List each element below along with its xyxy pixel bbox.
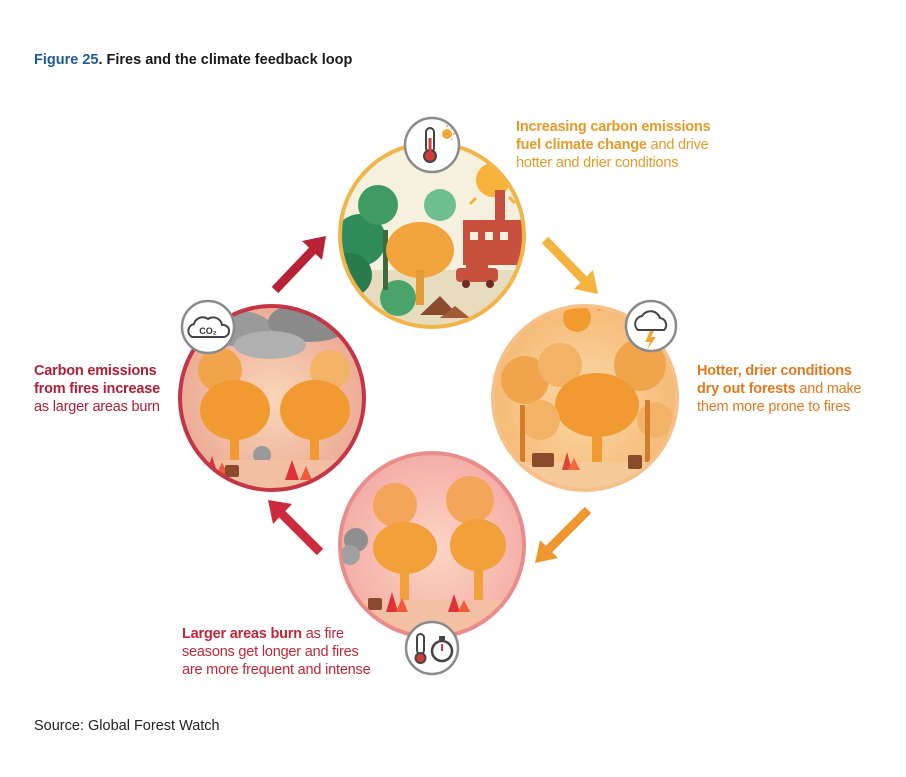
stage-top-caption: Increasing carbon emissions fuel climate…: [516, 118, 721, 172]
storm-cloud-icon: [626, 301, 676, 351]
stage-right-caption: Hotter, drier conditions dry out forests…: [697, 362, 872, 416]
arrow-top-to-right: [545, 240, 598, 294]
stage-left-caption: Carbon emissions from fires increase as …: [34, 362, 174, 416]
co2-label: CO₂: [199, 326, 217, 336]
source-note: Source: Global Forest Watch: [34, 718, 220, 734]
co2-cloud-icon: CO₂: [182, 301, 234, 353]
stage-bottom-caption: Larger areas burn as fire seasons get lo…: [182, 625, 382, 679]
stopwatch-thermometer-icon: [406, 622, 458, 674]
arrow-left-to-top: [275, 236, 326, 290]
arrow-right-to-bottom: [535, 510, 588, 563]
arrow-bottom-to-left: [268, 500, 320, 552]
stage-bottom-illustration: [335, 450, 535, 650]
thermometer-sun-icon: [405, 118, 459, 172]
